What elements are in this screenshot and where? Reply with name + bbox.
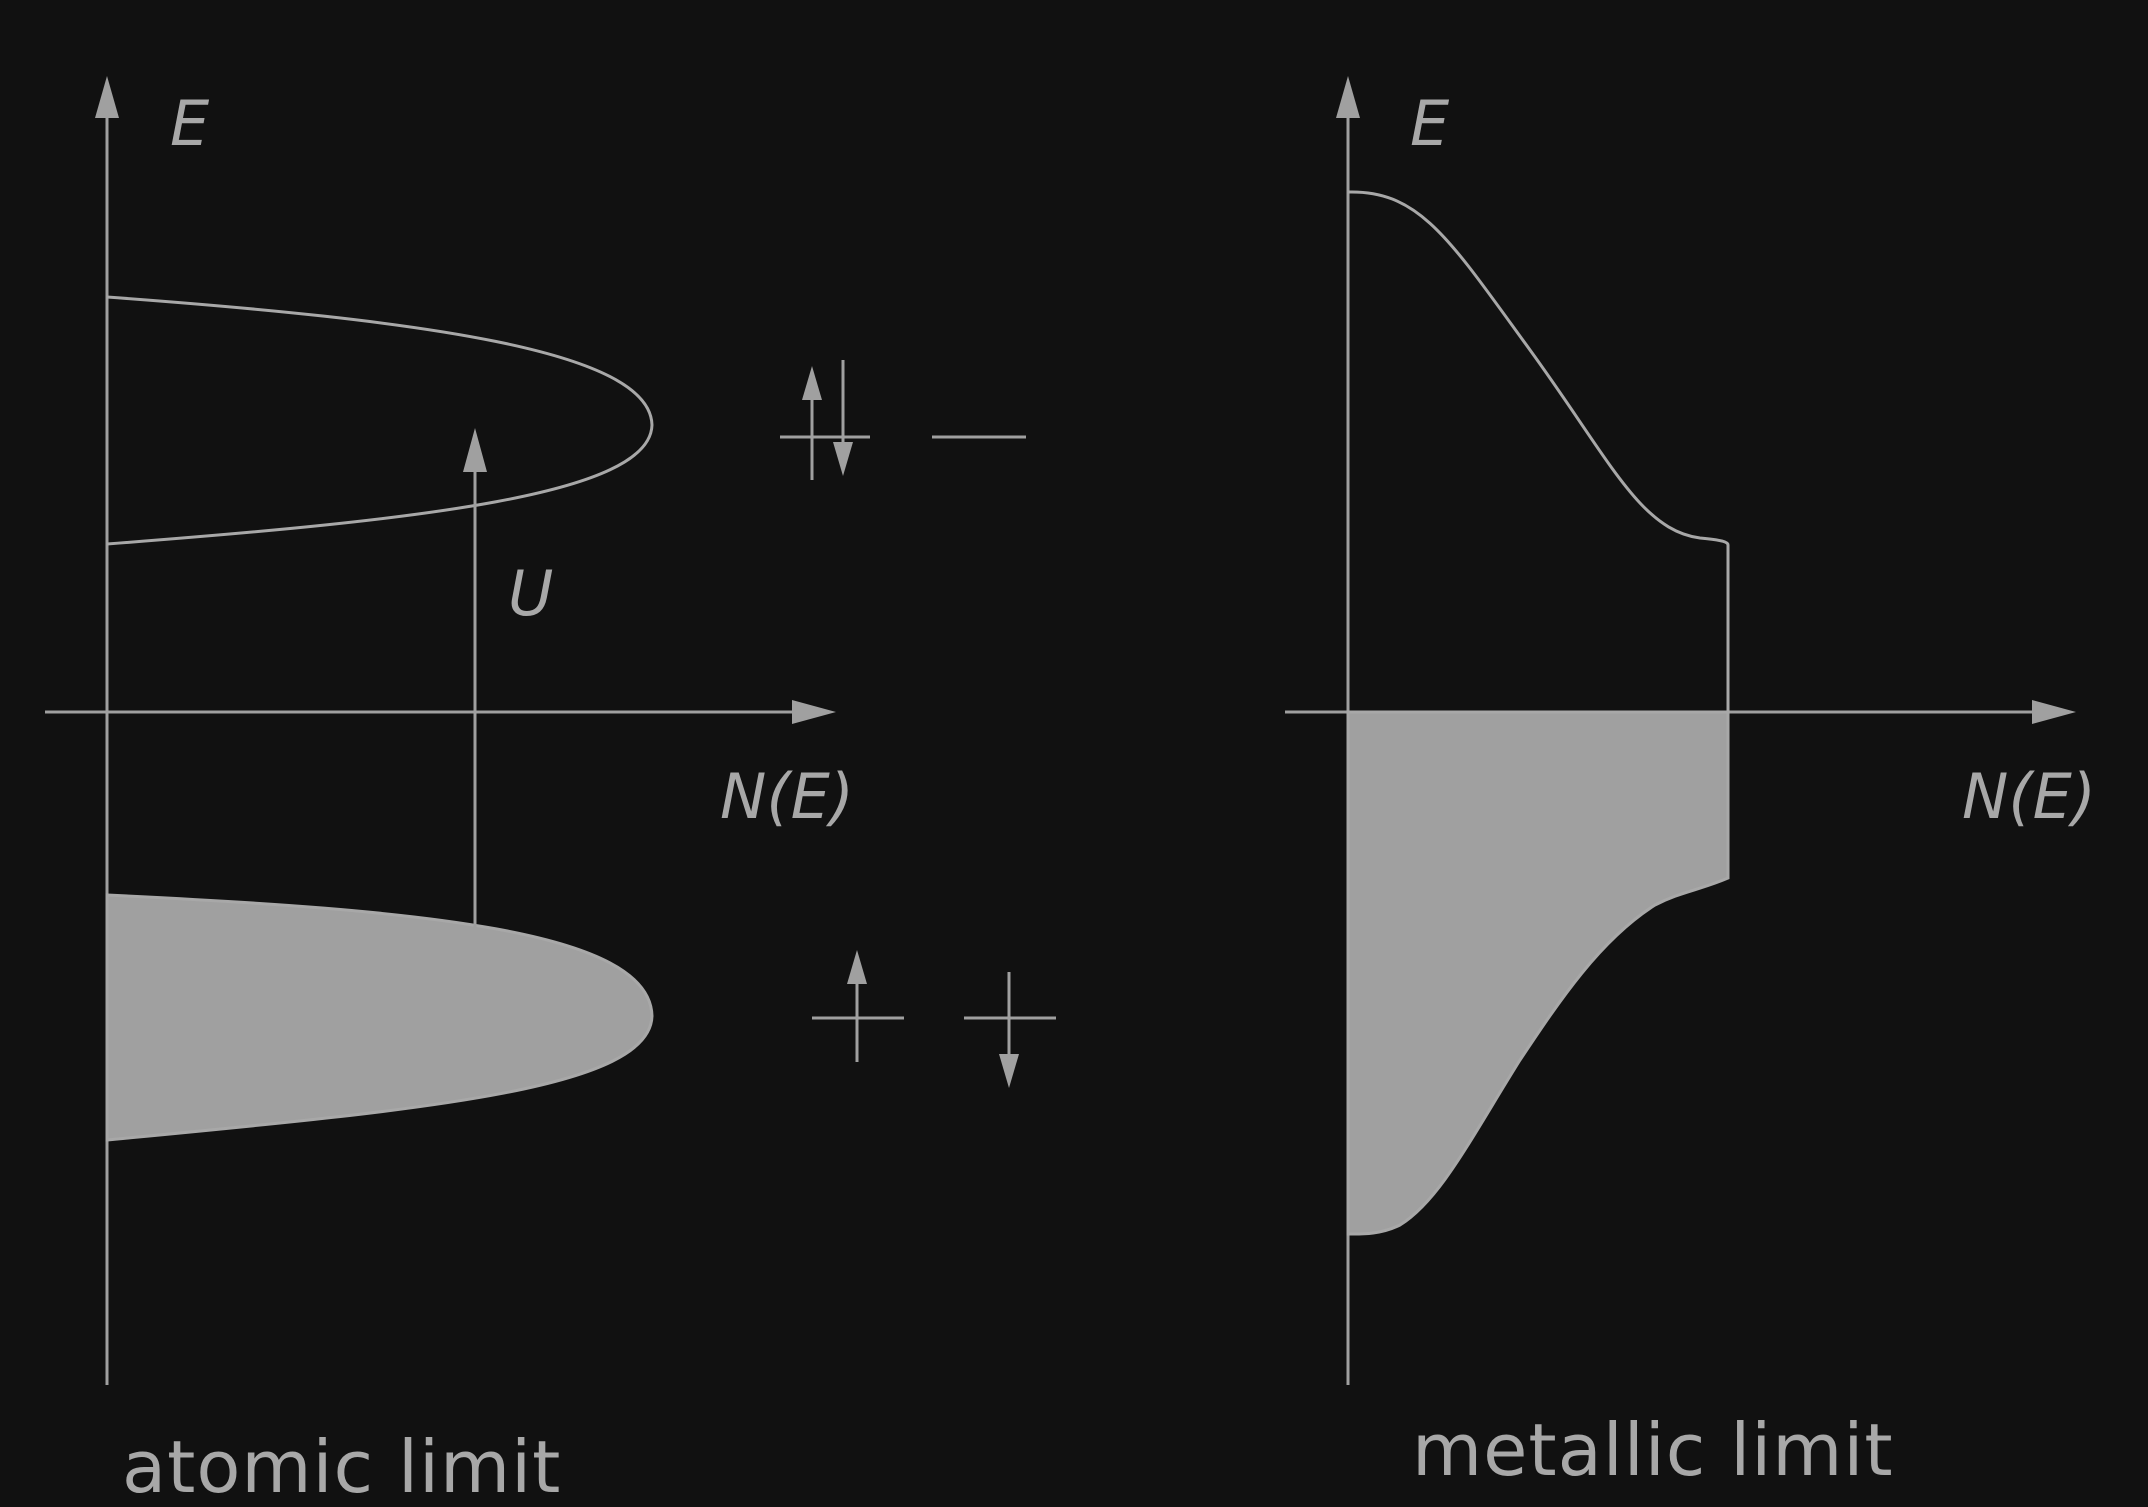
hubbard-u-arrow-down-icon xyxy=(463,964,487,1008)
metallic-energy-axis-label: E xyxy=(1410,87,1450,160)
hubbard-u-label: U xyxy=(508,557,553,630)
atomic-limit-panel: E N(E) U xyxy=(45,76,1056,1507)
double-occupancy-level xyxy=(780,360,1026,480)
spin-up-arrow-icon xyxy=(802,366,822,400)
metallic-dos-axis-arrow-icon xyxy=(2032,700,2076,724)
metallic-energy-axis-arrow-icon xyxy=(1336,76,1360,118)
atomic-limit-caption: atomic limit xyxy=(122,1425,561,1507)
single-down-arrow-icon xyxy=(999,1054,1019,1088)
spin-down-arrow-icon xyxy=(833,442,853,476)
metallic-band-empty-states xyxy=(1347,190,1730,712)
atomic-dos-axis-arrow-icon xyxy=(792,700,836,724)
metallic-limit-panel: E N(E) metallic limit xyxy=(1285,76,2096,1492)
single-occupancy-level xyxy=(812,950,1056,1088)
single-up-arrow-icon xyxy=(847,950,867,984)
lower-hubbard-band xyxy=(105,893,654,1142)
metallic-band-filled-states xyxy=(1346,710,1730,1236)
metallic-dos-axis-label: N(E) xyxy=(1962,760,2096,833)
hubbard-u-arrow-up-icon xyxy=(463,428,487,472)
upper-hubbard-band xyxy=(106,295,654,546)
atomic-dos-axis-label: N(E) xyxy=(720,760,854,833)
atomic-energy-axis-arrow-icon xyxy=(95,76,119,118)
metallic-limit-caption: metallic limit xyxy=(1412,1408,1894,1492)
atomic-energy-axis-label: E xyxy=(170,87,210,160)
